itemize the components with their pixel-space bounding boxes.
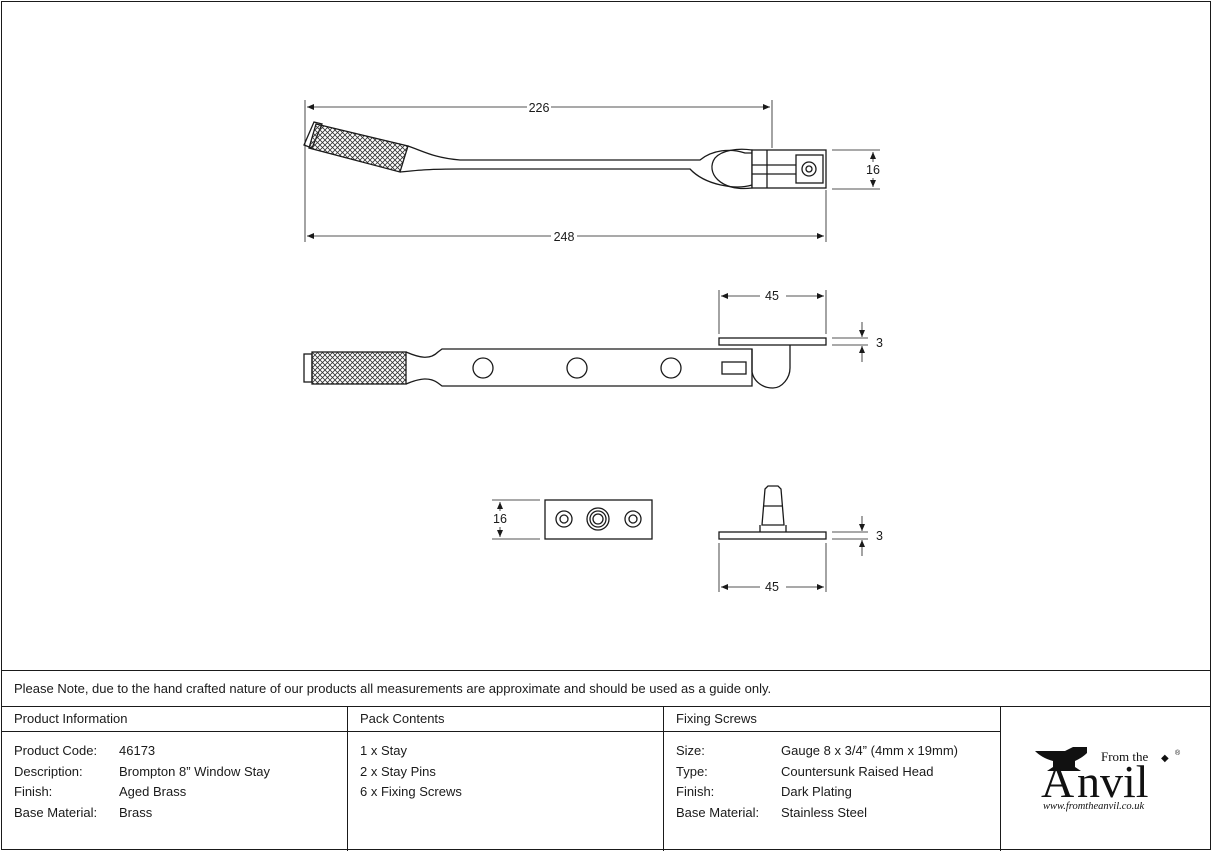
- dim-label-bg: [864, 162, 884, 178]
- dim-label-bg: [527, 99, 551, 115]
- logo-registered: ®: [1175, 749, 1181, 757]
- diamond-icon: ◆: [1161, 753, 1169, 764]
- dim-16-pin-label: 16: [493, 512, 507, 526]
- anvil-icon: [1035, 747, 1087, 771]
- dim-label-bg: [760, 579, 786, 595]
- dim-226-label: 226: [529, 101, 550, 115]
- fixing-screws-column: Fixing Screws Size:Gauge 8 x 3/4” (4mm x…: [664, 707, 1001, 851]
- side-view-dimensions: [718, 290, 868, 362]
- dim-label-bg: [760, 288, 786, 304]
- dim-3-label: 3: [876, 336, 883, 350]
- dim-3-pin-label: 3: [876, 529, 883, 543]
- dim-label-bg: [551, 228, 577, 244]
- pack-contents-column: Pack Contents 1 x Stay 2 x Stay Pins 6 x…: [348, 707, 664, 851]
- measurement-note: Please Note, due to the hand crafted nat…: [2, 670, 1210, 706]
- list-item: 6 x Fixing Screws: [360, 784, 462, 799]
- note-text: Please Note, due to the hand crafted nat…: [14, 681, 772, 696]
- product-information-column: Product Information Product Code:46173 D…: [2, 707, 348, 851]
- spec-row: Product Code:46173: [14, 743, 156, 758]
- top-view: [303, 121, 827, 190]
- logo-graphic: From the ◆ ® A nvil www.fromtheanvil.co.…: [1035, 747, 1181, 812]
- pin-side-view: [718, 485, 827, 540]
- dim-45-pin-label: 45: [765, 580, 779, 594]
- technical-drawing: 226 248 16 45 3: [303, 99, 884, 595]
- spec-row: Type:Countersunk Raised Head: [676, 763, 934, 779]
- fixing-screws-heading: Fixing Screws: [664, 707, 1000, 732]
- spec-row: Finish:Aged Brass: [14, 784, 187, 799]
- logo-url: www.fromtheanvil.co.uk: [1043, 801, 1145, 812]
- side-view: [303, 337, 827, 389]
- dim-16-label: 16: [866, 163, 880, 177]
- pin-side-dimensions: [718, 516, 868, 592]
- spec-row: Size:Gauge 8 x 3/4” (4mm x 19mm): [676, 743, 958, 758]
- pack-contents-heading: Pack Contents: [348, 707, 663, 732]
- dim-label-bg: [490, 511, 510, 527]
- list-item: 1 x Stay: [360, 743, 407, 758]
- list-item: 2 x Stay Pins: [360, 763, 436, 779]
- product-information-heading: Product Information: [2, 707, 347, 732]
- spec-table: Product Information Product Code:46173 D…: [2, 706, 1210, 851]
- logo-initial: A: [1041, 756, 1074, 807]
- logo-brand: nvil: [1077, 756, 1149, 807]
- brand-logo: From the ◆ ® A nvil www.fromtheanvil.co.…: [1001, 707, 1210, 851]
- spec-row: Description:Brompton 8” Window Stay: [14, 763, 271, 779]
- spec-row: Finish:Dark Plating: [676, 784, 852, 799]
- spec-row: Base Material:Stainless Steel: [676, 804, 867, 820]
- pin-plan-view: [544, 499, 653, 540]
- dim-248-label: 248: [554, 230, 575, 244]
- dim-45-label: 45: [765, 289, 779, 303]
- spec-row: Base Material:Brass: [14, 804, 153, 820]
- logo-from-the: From the: [1101, 749, 1149, 764]
